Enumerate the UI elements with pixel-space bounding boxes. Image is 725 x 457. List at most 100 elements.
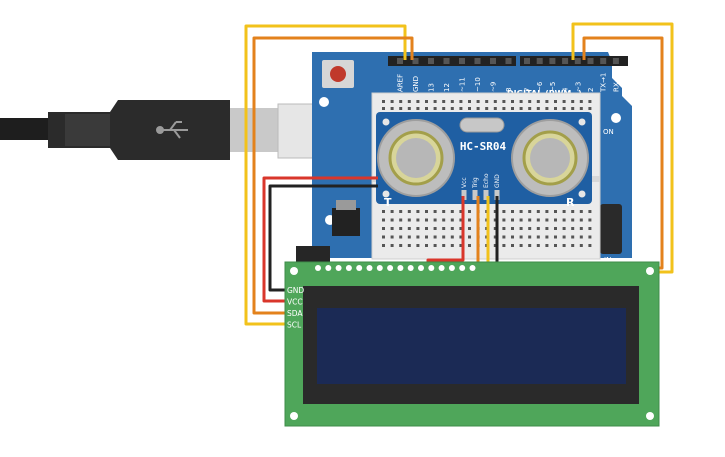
lcd-pin-label: GND (287, 286, 304, 295)
breadboard-hole (562, 210, 566, 213)
header-pin (459, 58, 465, 64)
breadboard-hole (450, 244, 454, 247)
breadboard-hole (416, 107, 420, 110)
lcd-header-hole (407, 265, 414, 271)
breadboard-hole (425, 227, 428, 230)
breadboard-hole (545, 227, 549, 230)
breadboard-hole (536, 235, 540, 239)
lcd-header-hole (428, 265, 435, 271)
breadboard-hole (390, 244, 394, 247)
lcd-header-hole (448, 265, 455, 271)
header-pin (574, 58, 581, 64)
breadboard-hole (433, 218, 437, 222)
header-pin-label: RX←0 (612, 72, 620, 92)
on-label: ON (603, 128, 614, 136)
usb-cable (0, 100, 345, 160)
lcd-pin-label: VCC (287, 298, 303, 307)
lcd-header-hole (366, 265, 373, 271)
breadboard-hole (571, 210, 575, 213)
breadboard-hole (493, 227, 497, 230)
usb-plug-grip (65, 114, 110, 146)
header-right (520, 56, 628, 66)
breadboard-hole (442, 107, 446, 110)
breadboard-hole (536, 218, 540, 222)
sensor-name: HC-SR04 (460, 140, 507, 153)
breadboard-hole (528, 244, 532, 247)
transmitter-marker: T (384, 196, 392, 209)
breadboard-hole (390, 100, 394, 103)
breadboard-hole (562, 244, 566, 247)
breadboard-hole (450, 210, 454, 213)
breadboard-hole (502, 218, 506, 222)
breadboard-hole (433, 107, 437, 110)
sensor-pin-label: Echo (483, 173, 490, 188)
breadboard-hole (554, 210, 557, 213)
breadboard-hole (493, 107, 497, 110)
breadboard-hole (468, 218, 471, 222)
wires (244, 22, 674, 326)
breadboard-hole (588, 100, 592, 103)
header-pin (412, 58, 419, 64)
breadboard-hole (571, 227, 575, 230)
breadboard-hole (571, 244, 575, 247)
header-pin-label: 12 (443, 83, 451, 92)
breadboard-hole (407, 235, 411, 239)
lcd-header-hole (345, 265, 352, 271)
usb-chip (600, 204, 622, 254)
breadboard-hole (545, 210, 549, 213)
breadboard-hole (554, 244, 557, 247)
breadboard-hole (442, 235, 446, 239)
header-pin-label: AREF (397, 74, 405, 92)
header-pin-label: 7 (524, 88, 532, 92)
breadboard-hole (588, 218, 592, 222)
voltage-regulator (332, 208, 360, 236)
reset-button-cap[interactable] (330, 66, 346, 82)
header-pin (524, 58, 530, 64)
receiver (511, 119, 589, 197)
breadboard-hole (450, 227, 454, 230)
breadboard-hole (399, 100, 403, 103)
wire-gnd (268, 184, 378, 292)
breadboard-hole (382, 107, 385, 110)
header-pin-label: 13 (428, 83, 436, 92)
breadboard-hole (450, 100, 454, 103)
breadboard-hole (588, 227, 592, 230)
breadboard-hole (528, 107, 532, 110)
sensor-pin-label: Trig (472, 177, 479, 189)
breadboard-hole (571, 235, 575, 239)
header-pin-label: TX→1 (600, 73, 608, 93)
transmitter (377, 119, 455, 197)
header-pin (505, 58, 512, 64)
breadboard-hole (468, 227, 471, 230)
breadboard-hole (407, 210, 411, 213)
breadboard-hole (407, 227, 411, 230)
breadboard-hole (536, 210, 540, 213)
breadboard-hole (485, 107, 489, 110)
breadboard-hole (382, 244, 385, 247)
sensor-hole (578, 190, 586, 198)
lcd-mount-hole (646, 267, 654, 275)
breadboard-hole (390, 235, 394, 239)
breadboard-hole (433, 235, 437, 239)
sensor-pin (483, 190, 489, 200)
breadboard-hole (588, 244, 592, 247)
regulator-tab (336, 200, 356, 210)
breadboard-hole (382, 218, 385, 222)
breadboard-hole (579, 107, 583, 110)
sensor-pin-label: Vcc (461, 177, 468, 188)
sensor-hole (578, 118, 586, 126)
breadboard-hole (459, 100, 463, 103)
header-pin-label: ~10 (474, 77, 482, 92)
breadboard-hole (519, 244, 523, 247)
breadboard-hole (407, 244, 411, 247)
breadboard-hole (571, 100, 575, 103)
breadboard-hole (450, 235, 454, 239)
header-left (388, 56, 516, 66)
sensor-pin (461, 190, 467, 200)
header-pin-label: 2 (587, 88, 595, 92)
lcd-screen (317, 308, 626, 384)
breadboard-hole (425, 235, 428, 239)
breadboard-hole (485, 100, 489, 103)
breadboard-hole (468, 107, 471, 110)
